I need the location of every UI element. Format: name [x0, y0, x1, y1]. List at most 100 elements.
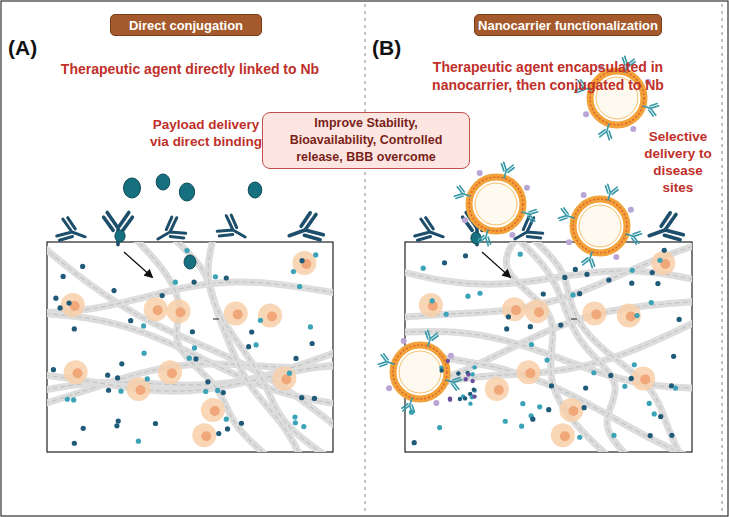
molecule [606, 277, 611, 282]
nanocarrier-bilayer [393, 345, 447, 399]
molecule [530, 417, 535, 422]
molecule [111, 288, 116, 293]
cell-nucleus [591, 309, 601, 319]
panel-letter: (B) [372, 36, 416, 60]
molecule [224, 417, 229, 422]
molecule [504, 326, 509, 331]
molecule [258, 318, 263, 323]
molecule [583, 385, 588, 390]
nanobody [644, 211, 684, 249]
ligand [583, 111, 589, 117]
nanobody-shape [598, 122, 615, 140]
nanobody [598, 122, 615, 140]
scale-mark [571, 319, 577, 320]
tissue-box [47, 242, 333, 452]
nanobody-shape [477, 228, 494, 246]
ligand [509, 232, 515, 238]
molecule [119, 361, 124, 366]
molecule [562, 275, 567, 280]
molecule [537, 404, 542, 409]
ligand [613, 254, 619, 260]
molecule [573, 267, 578, 272]
ligand [448, 353, 454, 359]
nanobody-shape [641, 100, 659, 117]
molecule [116, 419, 121, 424]
molecule [677, 317, 682, 322]
cell-nucleus [640, 375, 650, 385]
ligand [581, 192, 587, 198]
nanobody [216, 213, 251, 247]
cell-nucleus [525, 368, 535, 378]
molecule [293, 356, 298, 361]
nanobody-shape [454, 185, 472, 202]
nanobody [444, 374, 462, 391]
annotation: Selective delivery to disease sites [636, 128, 720, 196]
cell [525, 299, 549, 323]
fiber [47, 364, 333, 392]
molecule [632, 362, 637, 367]
molecule [61, 274, 66, 279]
cell-nucleus [511, 305, 521, 315]
nanobody-shape [216, 213, 251, 247]
molecule [297, 284, 302, 289]
nanobody-shape [520, 206, 538, 223]
molecule [72, 326, 77, 331]
molecule [142, 351, 147, 356]
molecule [649, 300, 654, 305]
fiber-strand [47, 349, 333, 391]
molecule [421, 266, 426, 271]
molecule [650, 270, 655, 275]
released-payload [472, 394, 476, 398]
cell [61, 293, 85, 317]
cell [502, 297, 526, 321]
cell [127, 377, 151, 401]
released-payload [470, 372, 474, 376]
ligand [401, 338, 407, 344]
nanocarrier-core [579, 205, 621, 247]
molecule [662, 248, 667, 253]
cell-nucleus [233, 309, 243, 319]
nanocarrier-shell [573, 199, 627, 253]
molecule [655, 281, 660, 286]
molecule [249, 329, 254, 334]
cell-nucleus [560, 431, 570, 441]
released-payload [463, 396, 467, 400]
nanobody-shape [558, 207, 576, 224]
nanobody-shape [284, 211, 324, 249]
cell [272, 367, 296, 391]
molecule [128, 318, 133, 323]
node-text: Nanocarrier functionalization [478, 18, 658, 33]
released-payload [472, 387, 476, 391]
drug-molecule [156, 174, 170, 190]
molecule [287, 371, 292, 376]
molecule [145, 376, 150, 381]
molecule [191, 280, 196, 285]
nanocarrier [386, 338, 454, 406]
molecule [153, 421, 158, 426]
fiber [208, 242, 333, 452]
nanobody [520, 206, 538, 223]
tissue [395, 232, 702, 463]
cell-nucleus [267, 312, 277, 322]
nanocarrier-core [475, 183, 517, 225]
molecule [80, 264, 85, 269]
nanobody [581, 250, 598, 268]
tissue [37, 232, 343, 462]
drug-molecule [184, 255, 196, 269]
molecule [608, 373, 613, 378]
molecule [611, 433, 616, 438]
molecule [465, 294, 470, 299]
nanobody-shape [422, 330, 439, 348]
molecule [430, 298, 435, 303]
molecule [648, 433, 653, 438]
cell [144, 297, 168, 321]
drug-molecule [115, 230, 125, 242]
nanocarrier-shell [393, 345, 447, 399]
molecule [671, 354, 676, 359]
released-payload [456, 371, 460, 375]
nanobody [624, 228, 642, 245]
nanobody [284, 211, 324, 249]
molecule [65, 397, 70, 402]
molecule [301, 424, 306, 429]
